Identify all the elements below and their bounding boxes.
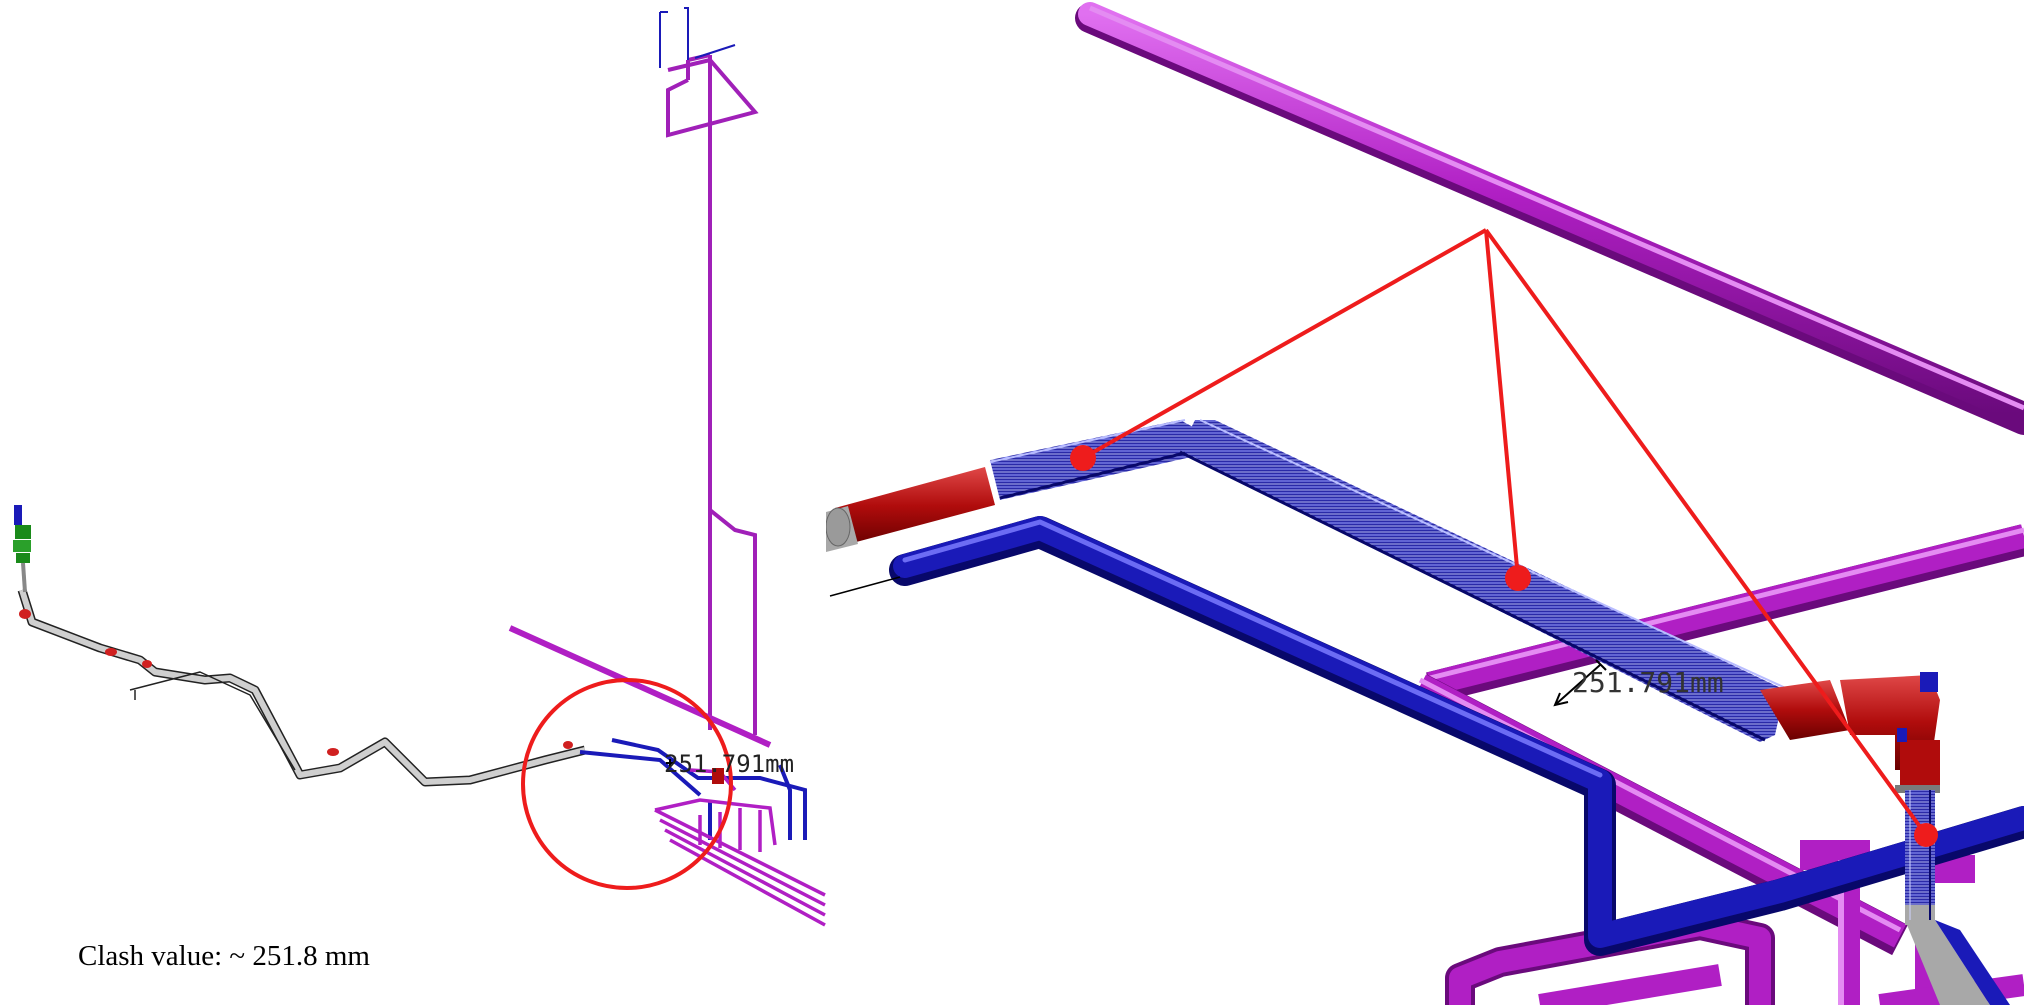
right-dimension-label: 251.791mm — [1572, 666, 1724, 699]
panel-gap — [826, 0, 830, 1005]
pipe-fittings — [19, 609, 573, 756]
right-dimension-marker — [1553, 659, 1607, 707]
magenta-riser — [666, 53, 759, 735]
valve-assembly — [13, 505, 31, 593]
red-elbow-right — [1760, 672, 1940, 793]
blue-wire-top — [659, 7, 736, 68]
magenta-diagonal-pipe — [508, 625, 772, 748]
magenta-base-pipes — [654, 768, 826, 927]
hatched-clash-pipe — [989, 419, 1791, 742]
right-detail-view: 251.791mm — [826, 2, 2024, 1005]
clash-callout-points — [1070, 445, 1938, 847]
magenta-pipe-top — [1075, 2, 2024, 435]
blue-pipe-lower — [889, 516, 2024, 956]
clash-highlight-circle — [521, 678, 733, 890]
left-dimension-label: 251.791mm — [664, 750, 794, 778]
clash-callout-leaders — [1082, 228, 1928, 837]
magenta-pipe-right — [1426, 524, 2024, 704]
clash-fitting — [712, 768, 724, 784]
dimension-leader-left — [829, 576, 901, 597]
grey-pipe-run — [17, 588, 587, 787]
left-dimension-marker — [666, 759, 674, 767]
red-pipe-segment-left — [826, 467, 995, 552]
clash-value-caption: Clash value: ~ 251.8 mm — [78, 940, 370, 972]
vertical-drop-pipe — [1905, 790, 2010, 1005]
left-overview-view: 251.791mm — [13, 7, 826, 927]
